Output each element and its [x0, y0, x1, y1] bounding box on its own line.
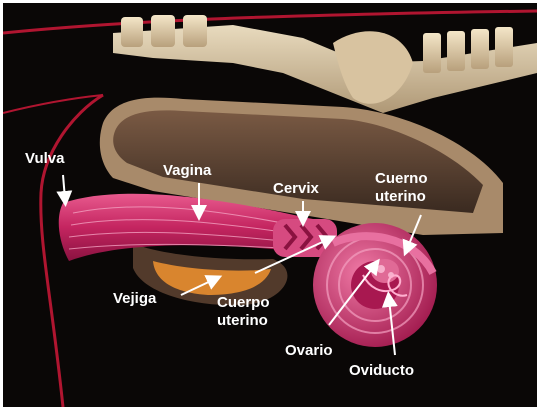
ovary — [371, 259, 399, 283]
diagram-frame: Vulva Vagina Cervix Cuerno uterino Vejig… — [3, 3, 537, 407]
label-cuerpo-uterino-line2: uterino — [217, 312, 268, 329]
body-outline — [3, 11, 537, 33]
label-cuerno-uterino-line2: uterino — [375, 188, 426, 205]
label-vulva: Vulva — [25, 150, 65, 167]
label-cervix: Cervix — [273, 180, 320, 197]
spine — [113, 15, 537, 113]
label-vejiga: Vejiga — [113, 290, 157, 307]
reproductive-anatomy-diagram: Vulva Vagina Cervix Cuerno uterino Vejig… — [3, 3, 537, 407]
uterine-horn — [313, 223, 437, 347]
label-ovario: Ovario — [285, 342, 333, 359]
label-vagina: Vagina — [163, 162, 212, 179]
label-cuerno-uterino-line1: Cuerno — [375, 170, 428, 187]
label-cuerpo-uterino-line1: Cuerpo — [217, 294, 270, 311]
label-oviducto: Oviducto — [349, 362, 414, 379]
